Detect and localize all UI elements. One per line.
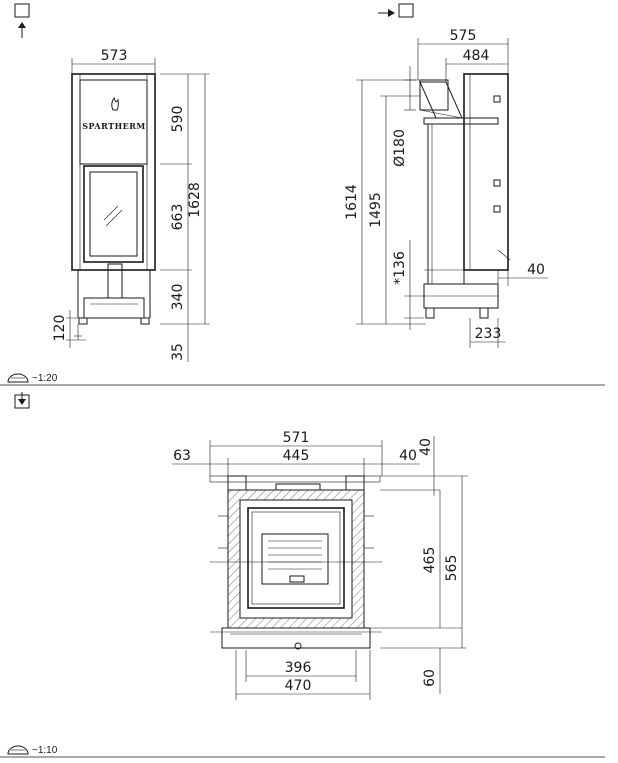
plan-width-571: 571 — [283, 430, 310, 446]
plan-offset-60: 60 — [422, 669, 438, 687]
plan-depth-465: 465 — [422, 547, 438, 574]
front-base-35: 35 — [170, 343, 186, 361]
front-height-340: 340 — [170, 284, 186, 311]
flame-logo-icon — [111, 96, 119, 111]
side-offset-40: 40 — [527, 262, 545, 278]
plan-view: 571 445 63 40 40 465 565 60 396 — [172, 430, 468, 700]
scale-top-label: ~1:20 — [32, 373, 58, 384]
front-view-icon — [14, 3, 30, 38]
plan-depth-565: 565 — [444, 555, 460, 582]
scale-bottom-label: ~1:10 — [32, 745, 58, 756]
front-height-590: 590 — [170, 106, 186, 133]
front-view: SPARTHERM 573 590 663 340 1628 35 — [52, 48, 210, 362]
front-height-663: 663 — [170, 204, 186, 231]
front-width-label: 573 — [101, 48, 128, 64]
side-depth-233: 233 — [475, 326, 502, 342]
plan-offset-40-top: 40 — [418, 438, 434, 456]
side-flue-diameter: Ø180 — [392, 129, 408, 167]
plan-width-396: 396 — [285, 660, 312, 676]
front-height-1628: 1628 — [187, 182, 203, 218]
side-width-484: 484 — [463, 48, 490, 64]
side-height-1614: 1614 — [344, 184, 360, 220]
front-foot-120: 120 — [52, 315, 68, 342]
side-height-136: *136 — [392, 251, 408, 285]
plan-offset-40-right: 40 — [399, 448, 417, 464]
plan-width-445: 445 — [283, 448, 310, 464]
scale-top: ~1:20 — [7, 373, 58, 384]
scale-bottom: ~1:10 — [7, 745, 58, 756]
plan-width-470: 470 — [285, 678, 312, 694]
side-view: 575 484 1614 1495 Ø180 *136 40 233 — [344, 28, 548, 348]
top-view-icon — [14, 392, 30, 409]
side-view-icon — [378, 3, 414, 18]
side-height-1495: 1495 — [368, 192, 384, 228]
brand-logo: SPARTHERM — [82, 121, 146, 131]
plan-offset-63: 63 — [173, 448, 191, 464]
side-width-575: 575 — [450, 28, 477, 44]
